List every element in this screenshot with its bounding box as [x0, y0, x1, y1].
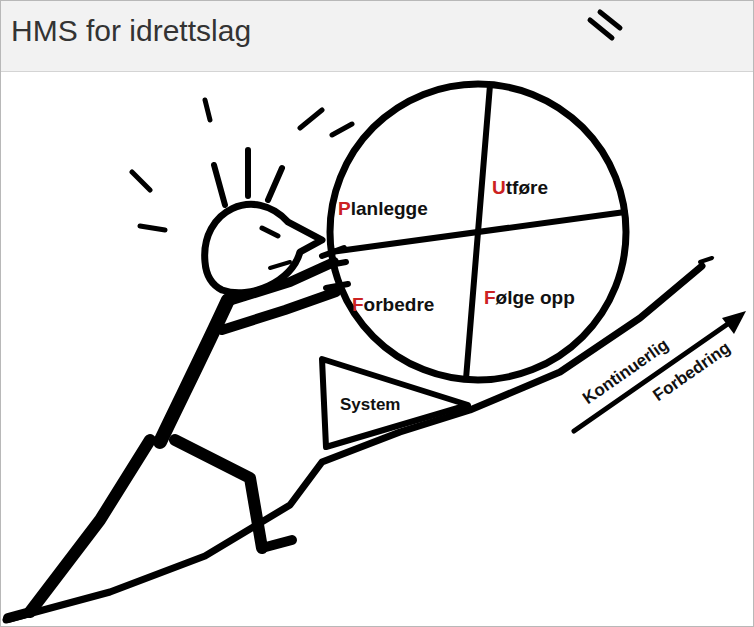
torso [160, 300, 228, 442]
back-leg [30, 440, 150, 612]
progress-arrow [574, 321, 732, 431]
slope-edge [700, 258, 712, 262]
system-wedge: System [318, 355, 472, 451]
sweat [590, 12, 620, 38]
wedge-label: System [340, 395, 400, 415]
mouth [270, 262, 290, 268]
cycle-quadrant: Utføre [490, 175, 550, 201]
head [205, 204, 322, 292]
title: HMS for idrettslag [11, 14, 251, 48]
phase-label: Følge opp [484, 287, 575, 309]
hair [214, 150, 282, 205]
cycle-quadrant: Følge opp [482, 285, 577, 311]
arm [222, 292, 336, 330]
foot [262, 540, 292, 548]
arrow-head [722, 311, 746, 334]
ball-divider [466, 85, 490, 379]
wedge-shape [322, 359, 468, 447]
front-leg [175, 440, 262, 548]
cycle-quadrant: Forbedre [350, 292, 437, 318]
cycle-quadrant: Planlegge [336, 196, 430, 222]
title-bar: HMS for idrettslag [1, 1, 753, 72]
phase-label: Planlegge [338, 198, 428, 220]
phase-label: Forbedre [352, 294, 435, 316]
sweat [132, 100, 352, 230]
eye [262, 228, 278, 236]
phase-label: Utføre [492, 177, 548, 199]
hand [322, 248, 348, 288]
foot [8, 612, 30, 618]
ball [330, 84, 626, 380]
